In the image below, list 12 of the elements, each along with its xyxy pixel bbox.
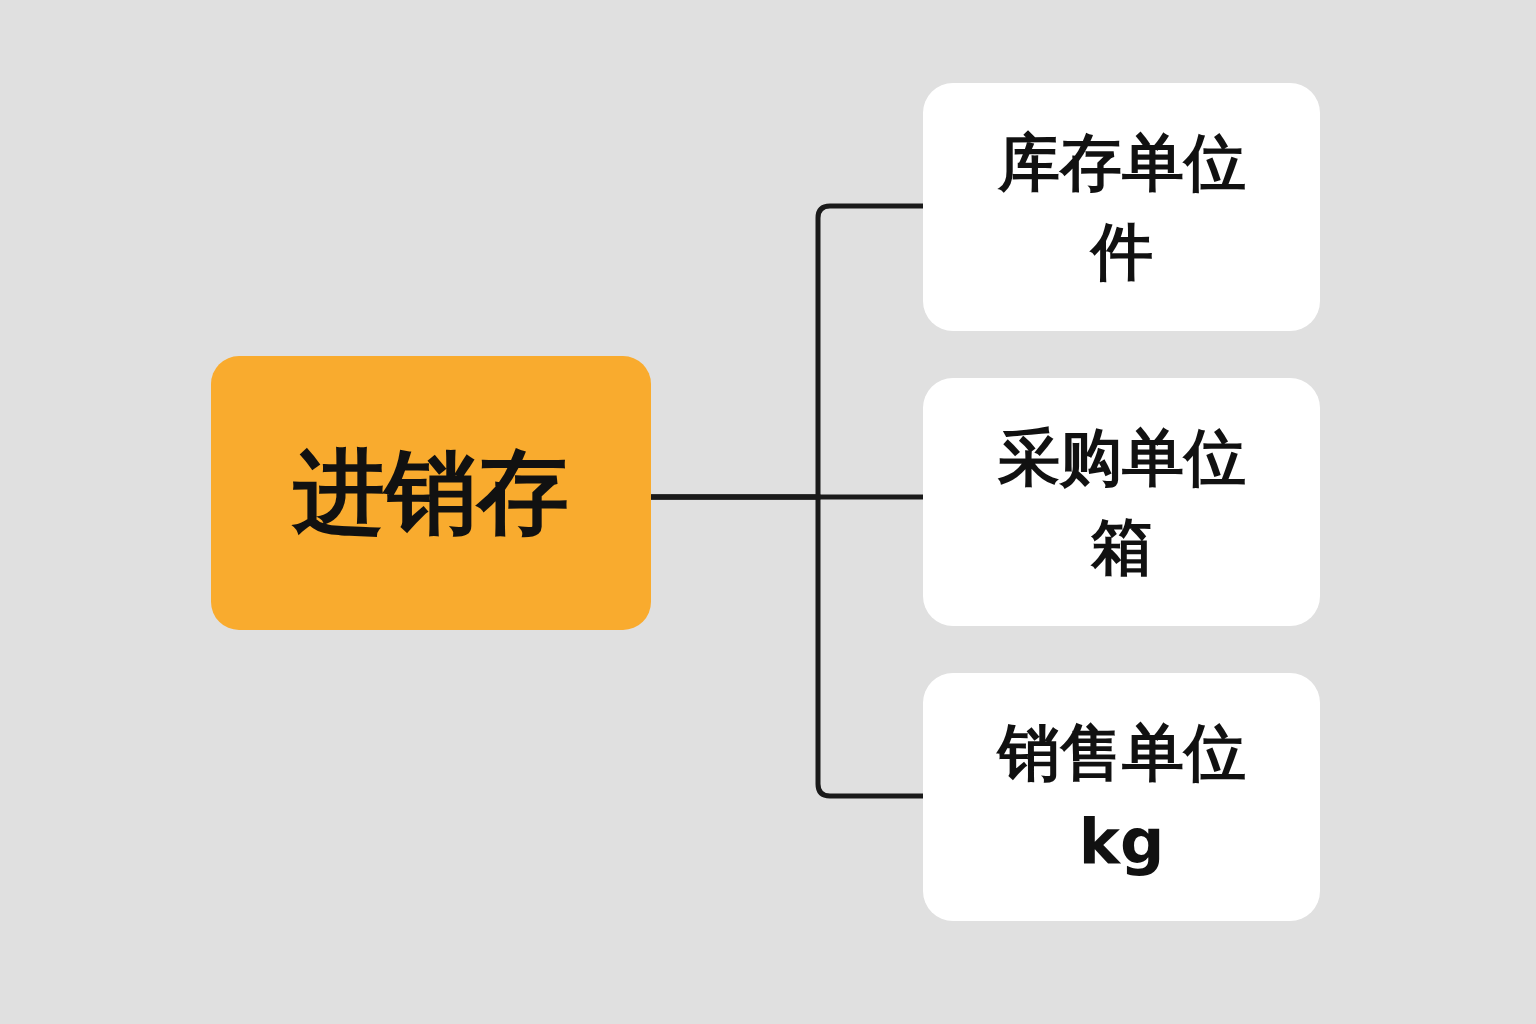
topic-box	[211, 356, 651, 630]
connector-line	[651, 494, 923, 799]
unit-value: kg	[1078, 804, 1165, 880]
unit-heading: 销售单位	[997, 714, 1246, 791]
unit-card	[923, 673, 1320, 921]
unit-value: 件	[1090, 214, 1153, 290]
unit-card	[923, 378, 1320, 626]
unit-heading: 采购单位	[997, 419, 1246, 496]
unit-heading: 库存单位	[997, 124, 1246, 201]
unit-value: 箱	[1090, 509, 1153, 585]
unit-card	[923, 83, 1320, 331]
topic-title: 进销存	[293, 447, 569, 539]
